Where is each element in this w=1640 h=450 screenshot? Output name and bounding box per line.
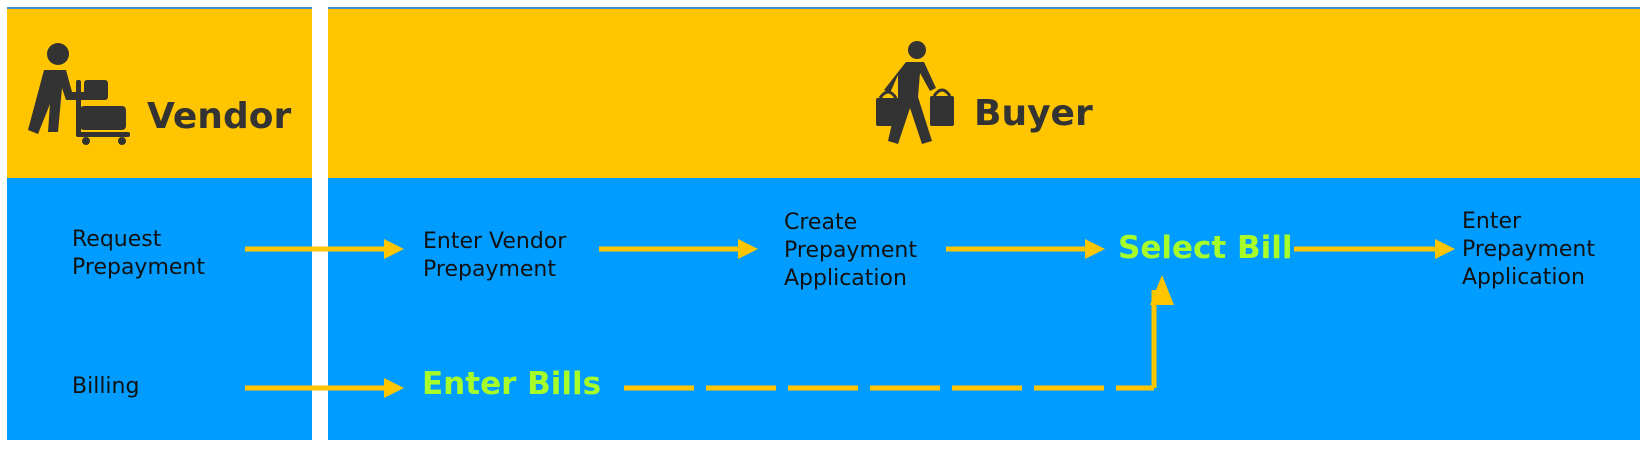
step-enter-vendor-prepayment: Enter Vendor Prepayment — [423, 229, 567, 282]
shopper-icon — [876, 41, 954, 144]
step-enter-prepayment-application: Enter Prepayment Application — [1462, 209, 1595, 290]
buyer-lane-header — [328, 7, 1640, 178]
step-select-bill: Select Bill — [1118, 230, 1293, 266]
step-request-prepayment: Request Prepayment — [72, 227, 205, 280]
step-create-prepayment-application: Create Prepayment Application — [784, 210, 917, 291]
buyer-lane-body — [328, 178, 1640, 440]
step-enter-bills: Enter Bills — [422, 366, 602, 402]
vendor-cart-icon — [28, 43, 130, 145]
vendor-lane-title: Vendor — [147, 96, 292, 137]
vendor-lane-body — [7, 178, 312, 440]
step-billing: Billing — [72, 374, 140, 399]
buyer-lane-title: Buyer — [974, 93, 1093, 134]
